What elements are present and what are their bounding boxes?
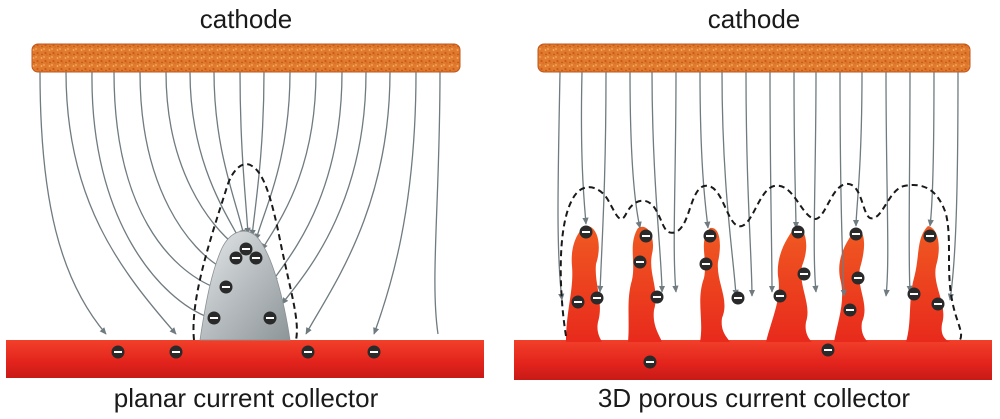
electron-minus-icon bbox=[643, 355, 657, 369]
electron-minus-icon bbox=[843, 303, 857, 317]
porous-pillars bbox=[566, 226, 950, 342]
right-cathode-label: cathode bbox=[707, 4, 801, 34]
electron-minus-icon bbox=[579, 225, 593, 239]
electron-minus-icon bbox=[923, 229, 937, 243]
electron-minus-icon bbox=[571, 295, 585, 309]
electron-minus-icon bbox=[207, 311, 221, 325]
field-lines bbox=[557, 71, 959, 301]
electron-minus-icon bbox=[797, 267, 811, 281]
electron-minus-icon bbox=[219, 280, 233, 294]
planar-collector-label: planar current collector bbox=[113, 383, 379, 413]
left-cathode-label: cathode bbox=[199, 4, 293, 34]
electron-minus-icon bbox=[263, 311, 277, 325]
electron-minus-icon bbox=[650, 290, 664, 304]
porous-collector-label: 3D porous current collector bbox=[597, 383, 911, 413]
electron-minus-icon bbox=[821, 343, 835, 357]
dashed-envelope bbox=[559, 183, 962, 341]
electron-minus-icon bbox=[703, 229, 717, 243]
electron-minus-icon bbox=[773, 289, 787, 303]
electron-minus-icon bbox=[851, 271, 865, 285]
porous-panel bbox=[514, 43, 992, 380]
electron-minus-icon bbox=[111, 345, 125, 359]
electron-minus-icon bbox=[907, 287, 921, 301]
porous-current-collector bbox=[514, 340, 992, 380]
electron-minus-icon bbox=[169, 345, 183, 359]
electrons bbox=[111, 242, 381, 359]
electron-minus-icon bbox=[791, 225, 805, 239]
electron-minus-icon bbox=[301, 345, 315, 359]
electron-minus-icon bbox=[731, 291, 745, 305]
cathode-bar bbox=[537, 43, 971, 73]
electron-minus-icon bbox=[590, 291, 604, 305]
planar-panel bbox=[6, 43, 484, 378]
electron-minus-icon bbox=[229, 251, 243, 265]
electron-minus-icon bbox=[699, 257, 713, 271]
dashed-envelope bbox=[192, 163, 298, 341]
planar-current-collector bbox=[6, 340, 484, 378]
electron-minus-icon bbox=[633, 255, 647, 269]
electron-minus-icon bbox=[639, 229, 653, 243]
electron-minus-icon bbox=[849, 227, 863, 241]
electron-minus-icon bbox=[239, 242, 253, 256]
cathode-bar bbox=[31, 43, 461, 73]
field-lines bbox=[39, 71, 441, 335]
electron-minus-icon bbox=[249, 251, 263, 265]
electron-minus-icon bbox=[367, 345, 381, 359]
electrons bbox=[571, 225, 945, 369]
electron-minus-icon bbox=[931, 297, 945, 311]
